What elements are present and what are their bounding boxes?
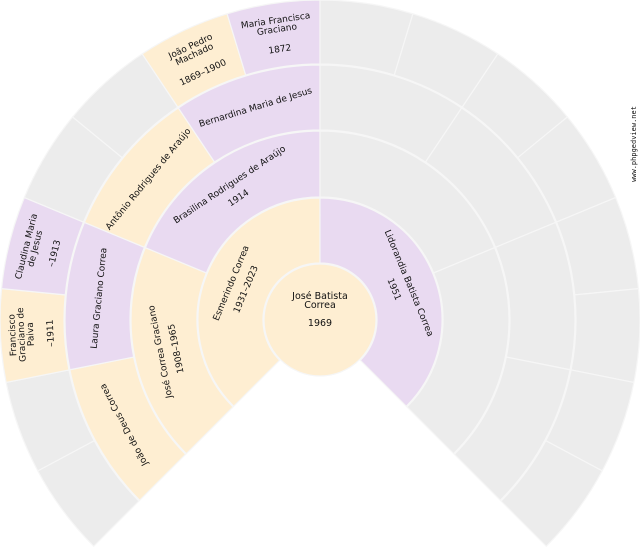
empty-wedge (453, 356, 571, 502)
root-dates: 1969 (308, 318, 332, 329)
watermark[interactable]: www.phpgedview.net (628, 94, 640, 194)
ancestor-name-line: Graciano de (16, 307, 29, 362)
root-name-line-1: José Batista (291, 291, 348, 302)
ancestor-dates: 1872 (268, 43, 292, 56)
watermark-link[interactable]: www.phpgedview.net (630, 106, 638, 182)
root-person[interactable]: José Batista Correa 1969 (263, 263, 377, 377)
ancestor-name-line: Paiva (26, 322, 37, 346)
empty-wedge (500, 439, 604, 548)
ancestor-wedge[interactable] (319, 197, 443, 408)
empty-wedge (570, 287, 640, 384)
root-person-circle[interactable] (263, 263, 377, 377)
empty-wedge (406, 246, 510, 455)
ancestor-name-line: Francisco (7, 313, 19, 356)
ancestor-dates: –1911 (46, 319, 57, 347)
root-name-line-2: Correa (304, 300, 336, 311)
ancestor-wedge[interactable] (197, 197, 321, 408)
